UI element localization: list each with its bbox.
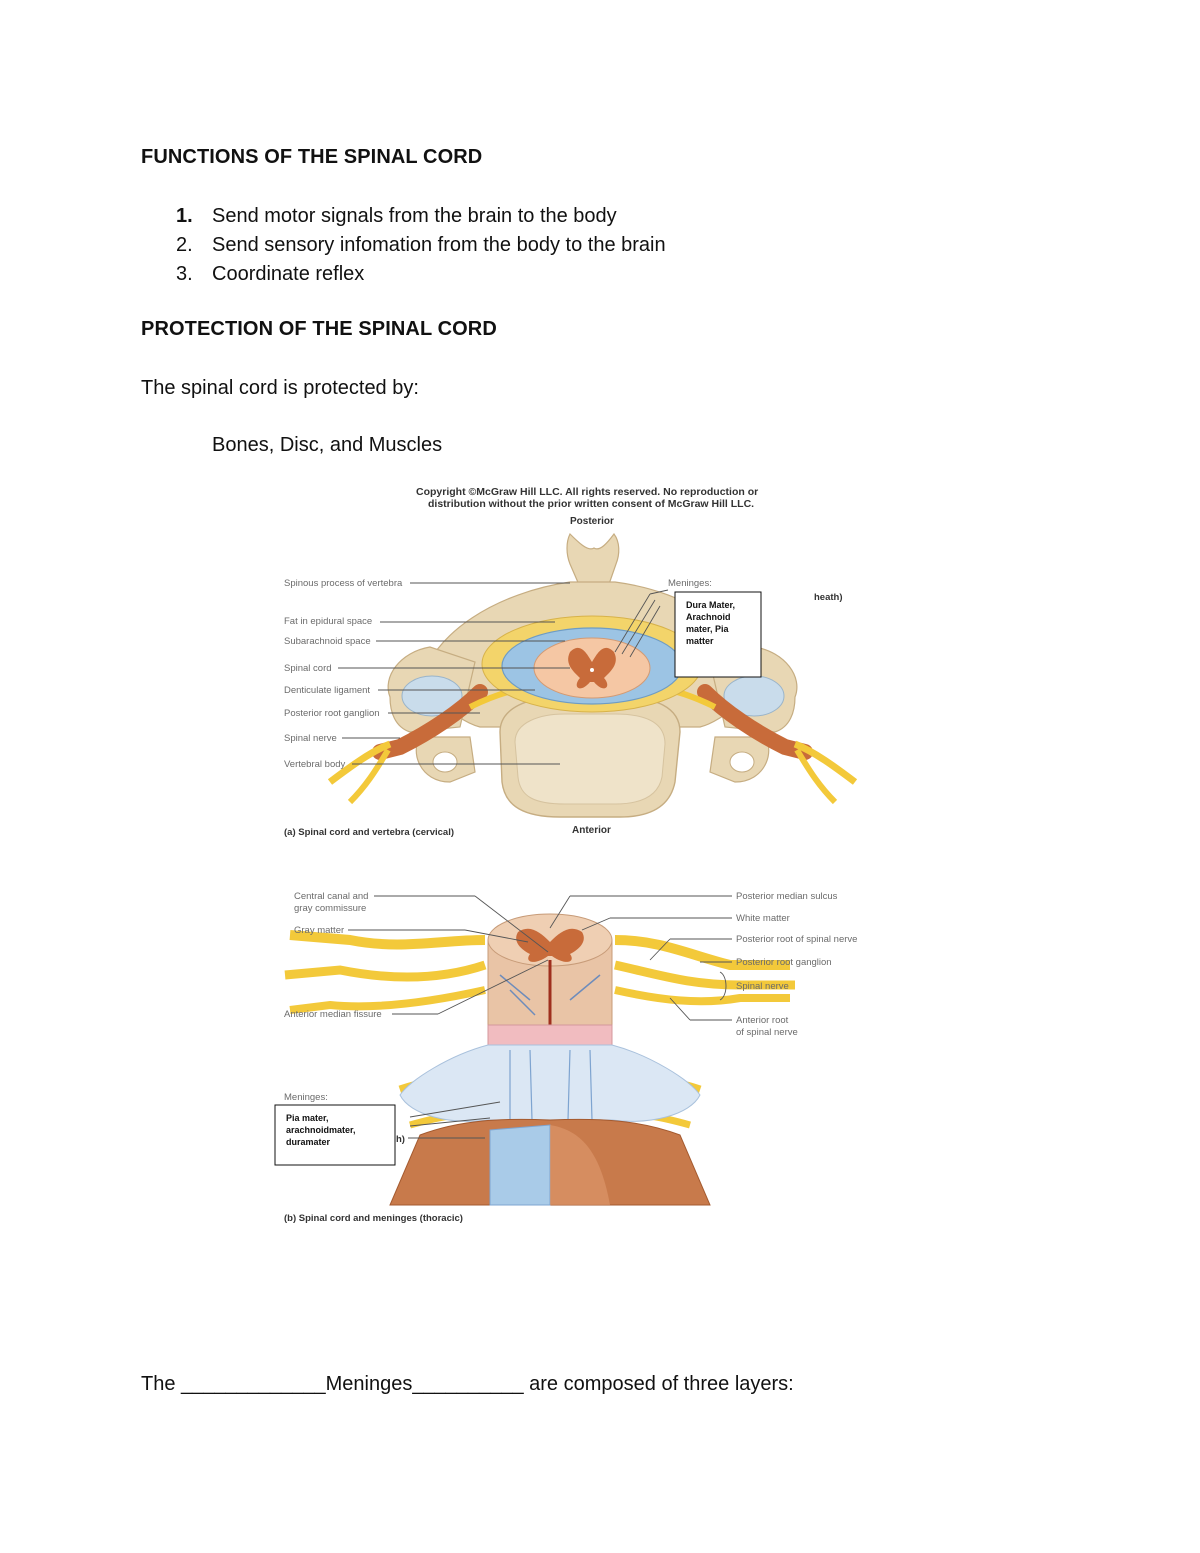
label-posterior-root: Posterior root of spinal nerve (736, 934, 857, 945)
annotation-box (674, 591, 762, 678)
label-sheath-fragment: heath) (814, 592, 843, 603)
section-heading-functions: FUNCTIONS OF THE SPINAL CORD (141, 146, 483, 168)
fill-in-blank[interactable]: __________ (412, 1373, 524, 1395)
leader-line (474, 895, 549, 953)
list-item: 1. Send motor signals from the brain to t… (176, 202, 666, 231)
label-denticulate: Denticulate ligament (284, 685, 370, 696)
list-number: 2. (176, 234, 193, 256)
list-item-text: Send sensory infomation from the body to… (212, 234, 666, 256)
leader-line (581, 917, 611, 931)
label-vertebral-body: Vertebral body (284, 759, 346, 770)
fill-in-blank[interactable]: _____________ (181, 1373, 326, 1395)
label-central-canal-2: gray commissure (294, 903, 366, 914)
list-number: 3. (176, 263, 193, 285)
fill-in-answer: Meninges (325, 1373, 413, 1395)
leader-line (669, 997, 691, 1021)
meninges-sentence: The _____________Meninges__________ are … (141, 1372, 794, 1396)
figure-a-caption: (a) Spinal cord and vertebra (cervical) (284, 827, 454, 838)
anterior-label: Anterior (572, 825, 611, 836)
list-item: 3. Coordinate reflex (176, 260, 666, 289)
label-central-canal-1: Central canal and (294, 891, 368, 902)
annotation-box-line: Arachnoid (686, 612, 731, 622)
label-meninges: Meninges: (284, 1092, 328, 1103)
label-posterior-sulcus: Posterior median sulcus (736, 891, 838, 902)
copyright-line-1: Copyright ©McGraw Hill LLC. All rights r… (416, 486, 758, 498)
label-gray-matter: Gray matter (294, 925, 344, 936)
label-posterior-root-ganglion: Posterior root ganglion (284, 708, 380, 719)
list-item: 2. Send sensory infomation from the body … (176, 231, 666, 260)
label-spinous-process: Spinous process of vertebra (284, 578, 403, 589)
meninges-drape (389, 1044, 711, 1206)
label-fragment: h) (396, 1134, 405, 1145)
figure-b-caption: (b) Spinal cord and meninges (thoracic) (284, 1213, 463, 1224)
annotation-box-line: mater, Pia (686, 624, 730, 634)
leader-line (409, 1117, 491, 1127)
list-number: 1. (176, 205, 193, 227)
list-item-text: Send motor signals from the brain to the… (212, 205, 617, 227)
list-item-text: Coordinate reflex (212, 263, 365, 285)
label-posterior-ganglion: Posterior root ganglion (736, 957, 832, 968)
leader-line (464, 929, 529, 943)
spinal-cord-column (487, 913, 613, 1048)
section-heading-protection: PROTECTION OF THE SPINAL CORD (141, 318, 497, 340)
label-anterior-fissure: Anterior median fissure (284, 1009, 382, 1020)
label-fat-epidural: Fat in epidural space (284, 616, 372, 627)
annotation-box-line: Pia mater, (286, 1113, 329, 1123)
leader-line (649, 938, 671, 961)
leader-line (409, 1101, 501, 1118)
label-anterior-root-1: Anterior root (736, 1015, 789, 1026)
sentence-prefix: The (141, 1373, 176, 1395)
figure-vertebra-cross-section: Copyright ©McGraw Hill LLC. All rights r… (284, 486, 858, 838)
annotation-box-line: arachnoidmater, (286, 1125, 356, 1135)
label-meninges: Meninges: (668, 578, 712, 589)
sentence-suffix: are composed of three layers: (523, 1373, 794, 1395)
leader-line (649, 589, 669, 595)
annotation-box (274, 1104, 396, 1166)
posterior-label: Posterior (570, 516, 614, 527)
label-spinal-nerve: Spinal nerve (736, 981, 789, 992)
annotation-box-line: duramater (286, 1137, 331, 1147)
label-spinal-cord: Spinal cord (284, 663, 332, 674)
spinal-canal (481, 615, 703, 713)
leader-line (437, 959, 549, 1015)
functions-list: 1. Send motor signals from the brain to t… (176, 202, 666, 289)
protection-intro: The spinal cord is protected by: (141, 377, 419, 399)
label-spinal-nerve: Spinal nerve (284, 733, 337, 744)
bracket (719, 971, 727, 1001)
leader-line (549, 895, 571, 929)
label-subarachnoid: Subarachnoid space (284, 636, 371, 647)
label-white-matter: White matter (736, 913, 790, 924)
meninges-leaders (614, 593, 661, 658)
annotation-box-line: matter (686, 636, 714, 646)
protection-detail: Bones, Disc, and Muscles (212, 434, 443, 456)
label-anterior-root-2: of spinal nerve (736, 1027, 798, 1038)
annotation-box-line: Dura Mater, (686, 600, 735, 610)
copyright-line-2: distribution without the prior written c… (428, 498, 754, 510)
figure-spinal-cord-meninges: Central canal and gray commissure Gray m… (274, 891, 857, 1224)
